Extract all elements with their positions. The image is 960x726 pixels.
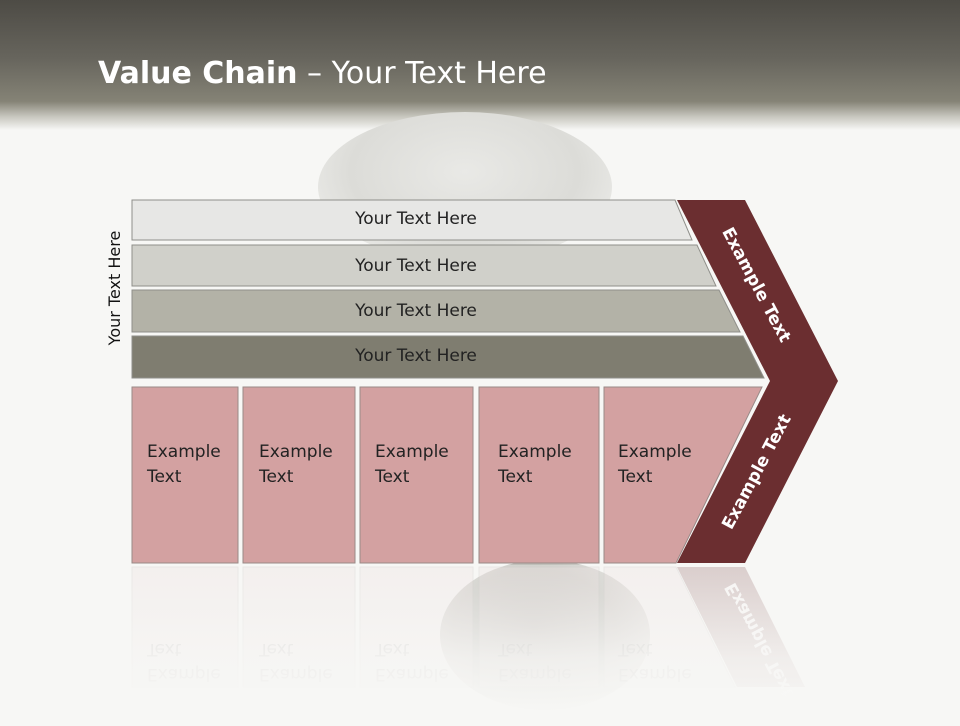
box-4-line2: Text xyxy=(498,467,533,487)
band-1-label: Your Text Here xyxy=(355,209,477,229)
side-label: Your Text Here xyxy=(105,230,124,346)
reflection-fade xyxy=(120,565,840,720)
band-2-label: Your Text Here xyxy=(355,256,477,276)
box-4-line1: Example xyxy=(498,442,572,462)
header-bar xyxy=(0,0,960,130)
band-1 xyxy=(131,199,693,241)
box-2 xyxy=(242,386,356,564)
title-bold: Value Chain xyxy=(98,56,298,91)
box-1-line2: Text xyxy=(147,467,182,487)
box-2-line2: Text xyxy=(259,467,294,487)
chevron-arrow xyxy=(677,200,838,563)
box-1-line1: Example xyxy=(147,442,221,462)
band-4 xyxy=(131,335,765,379)
box-3-line2: Text xyxy=(375,467,410,487)
box-5-line1: Example xyxy=(618,442,692,462)
box-2-line1: Example xyxy=(259,442,333,462)
box-3 xyxy=(359,386,474,564)
band-3 xyxy=(131,289,741,333)
box-1 xyxy=(131,386,239,564)
box-3-line1: Example xyxy=(375,442,449,462)
box-5 xyxy=(603,386,763,564)
box-4 xyxy=(478,386,600,564)
band-3-label: Your Text Here xyxy=(355,301,477,321)
title-rest: – Your Text Here xyxy=(297,56,547,91)
box-5-line2: Text xyxy=(618,467,653,487)
slide-title: Value Chain – Your Text Here xyxy=(98,54,547,94)
band-4-label: Your Text Here xyxy=(355,346,477,366)
band-2 xyxy=(131,244,717,287)
